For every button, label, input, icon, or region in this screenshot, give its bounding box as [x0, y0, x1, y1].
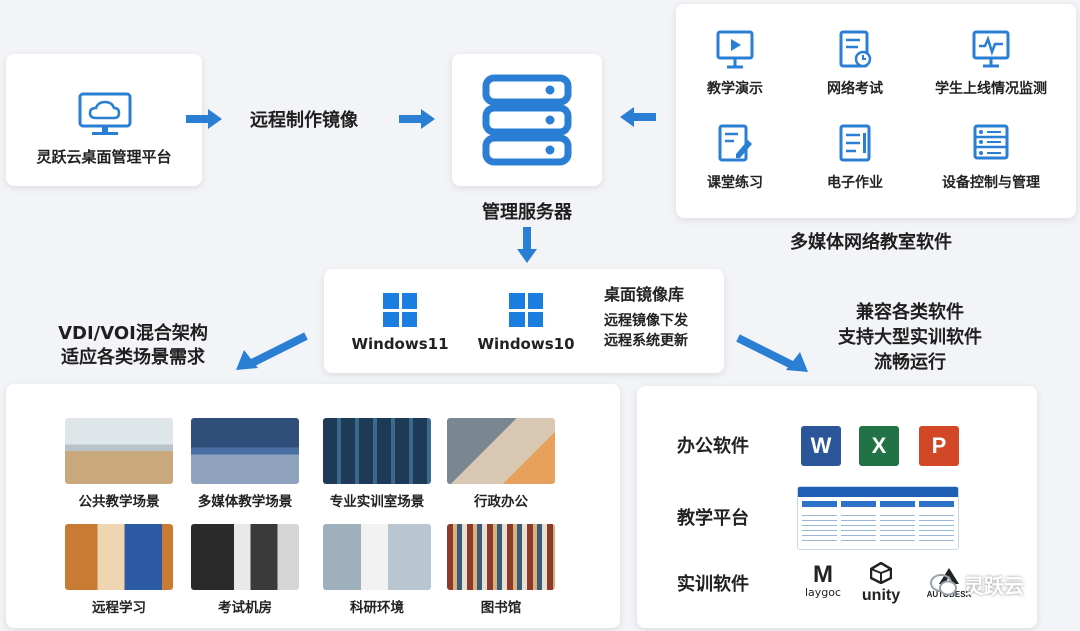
- mm-item-label: 网络考试: [827, 81, 883, 97]
- scene-label: 专业实训室场景: [329, 494, 425, 510]
- scene-remote-learning: 远程学习: [64, 524, 174, 616]
- cloud-platform-card: 灵跃云桌面管理平台: [6, 54, 202, 186]
- lab-photo: [323, 418, 431, 484]
- compatibility-note: 兼容各类软件 支持大型实训软件 流畅运行: [810, 300, 1010, 375]
- remote-image-label: 远程制作镜像: [250, 110, 358, 131]
- mm-item-exam: 网络考试: [780, 30, 930, 98]
- unity-cube-icon: [869, 561, 893, 585]
- server-card: [452, 54, 602, 186]
- classroom-photo: [65, 418, 173, 484]
- exam-room-photo: [191, 524, 299, 590]
- desktop-image-card: Windows11 Windows10 桌面镜像库 远程镜像下发远程系统更新: [324, 269, 724, 373]
- exam-icon: [839, 30, 872, 68]
- scene-label: 科研环境: [350, 600, 404, 616]
- scene-public-teaching: 公共教学场景: [64, 418, 174, 510]
- wechat-icon: [930, 573, 957, 595]
- scenarios-card: 公共教学场景 多媒体教学场景 专业实训室场景 行政办公 远程学习 考试机房 科研…: [6, 384, 620, 628]
- multimedia-caption: 多媒体网络教室软件: [790, 232, 952, 253]
- image-library: 桌面镜像库 远程镜像下发远程系统更新: [604, 281, 716, 351]
- mm-item-homework: 电子作业: [780, 124, 930, 192]
- windows-logo-icon: [509, 293, 543, 327]
- scene-label: 多媒体教学场景: [197, 494, 293, 510]
- monitor-icon: [972, 30, 1010, 68]
- office-software-label: 办公软件: [677, 436, 749, 457]
- mm-item-monitor: 学生上线情况监测: [916, 30, 1066, 98]
- mm-item-label: 学生上线情况监测: [935, 81, 1047, 97]
- image-library-line: 远程镜像下发: [604, 313, 688, 329]
- powerpoint-icon: P: [919, 426, 959, 466]
- teaching-platform-preview: [797, 486, 959, 550]
- unity-logo: unity: [859, 561, 903, 604]
- training-software-label: 实训软件: [677, 574, 749, 595]
- laygoc-label: laygoc: [804, 586, 842, 599]
- scene-label: 行政办公: [474, 494, 528, 510]
- mm-item-label: 设备控制与管理: [942, 175, 1040, 191]
- server-icon: [482, 74, 572, 166]
- scene-office: 行政办公: [446, 418, 556, 510]
- homework-icon: [839, 124, 871, 162]
- arrow-down-icon: [517, 227, 537, 263]
- watermark: 灵跃云: [930, 570, 1024, 599]
- architecture-note-line: 适应各类场景需求: [61, 347, 205, 368]
- scene-research: 科研环境: [322, 524, 432, 616]
- laygoc-logo: M laygoc: [799, 563, 847, 600]
- scene-label: 考试机房: [218, 600, 272, 616]
- scene-library: 图书馆: [446, 524, 556, 616]
- mm-item-label: 课堂练习: [707, 175, 763, 191]
- compatibility-note-line: 兼容各类软件: [856, 302, 964, 323]
- remote-learning-photo: [65, 524, 173, 590]
- windows10-label: Windows10: [477, 335, 575, 353]
- compatibility-note-line: 流畅运行: [874, 352, 946, 373]
- watermark-text: 灵跃云: [964, 574, 1024, 598]
- image-library-line: 远程系统更新: [604, 333, 688, 349]
- practice-icon: [718, 124, 752, 162]
- scene-multimedia-teaching: 多媒体教学场景: [190, 418, 300, 510]
- autodesk-icon: [939, 568, 959, 584]
- architecture-note-line: VDI/VOI混合架构: [58, 323, 208, 344]
- arrow-right-icon: [399, 109, 435, 129]
- multimedia-room-photo: [191, 418, 299, 484]
- multimedia-software-card: 教学演示 网络考试 学生上线情况监测 课堂练习 电子作业 设备控制与管理: [676, 4, 1076, 218]
- windows11-label: Windows11: [351, 335, 449, 353]
- arrow-right-icon: [186, 109, 222, 129]
- server-label: 管理服务器: [482, 202, 572, 223]
- arrow-down-right-icon: [736, 334, 808, 372]
- cloud-monitor-icon: [78, 92, 132, 135]
- arrow-left-icon: [620, 107, 656, 127]
- image-library-title: 桌面镜像库: [604, 285, 685, 304]
- mm-item-label: 教学演示: [707, 81, 763, 97]
- scene-exam-room: 考试机房: [190, 524, 300, 616]
- mm-item-presentation: 教学演示: [660, 30, 810, 98]
- windows11-item: Windows11: [350, 293, 450, 353]
- platform-label: 灵跃云桌面管理平台: [36, 148, 172, 166]
- scene-label: 公共教学场景: [78, 494, 160, 510]
- scene-label: 远程学习: [92, 600, 146, 616]
- library-photo: [447, 524, 555, 590]
- architecture-note: VDI/VOI混合架构 适应各类场景需求: [28, 322, 238, 370]
- scene-label: 图书馆: [480, 600, 522, 616]
- mm-item-device-control: 设备控制与管理: [916, 124, 1066, 192]
- device-control-icon: [973, 124, 1009, 160]
- compatibility-note-line: 支持大型实训软件: [838, 327, 982, 348]
- mm-item-practice: 课堂练习: [660, 124, 810, 192]
- scene-training-room: 专业实训室场景: [322, 418, 432, 510]
- windows-logo-icon: [383, 293, 417, 327]
- unity-label: unity: [861, 587, 901, 604]
- presentation-icon: [716, 30, 754, 69]
- research-photo: [323, 524, 431, 590]
- excel-icon: X: [859, 426, 899, 466]
- mm-item-label: 电子作业: [827, 175, 883, 191]
- windows10-item: Windows10: [476, 293, 576, 353]
- office-photo: [447, 418, 555, 484]
- teaching-platform-label: 教学平台: [677, 508, 749, 529]
- word-icon: W: [801, 426, 841, 466]
- software-card: 办公软件 W X P 教学平台 实训软件 M laygoc unity AUTO…: [637, 386, 1037, 628]
- arrow-down-left-icon: [236, 332, 308, 370]
